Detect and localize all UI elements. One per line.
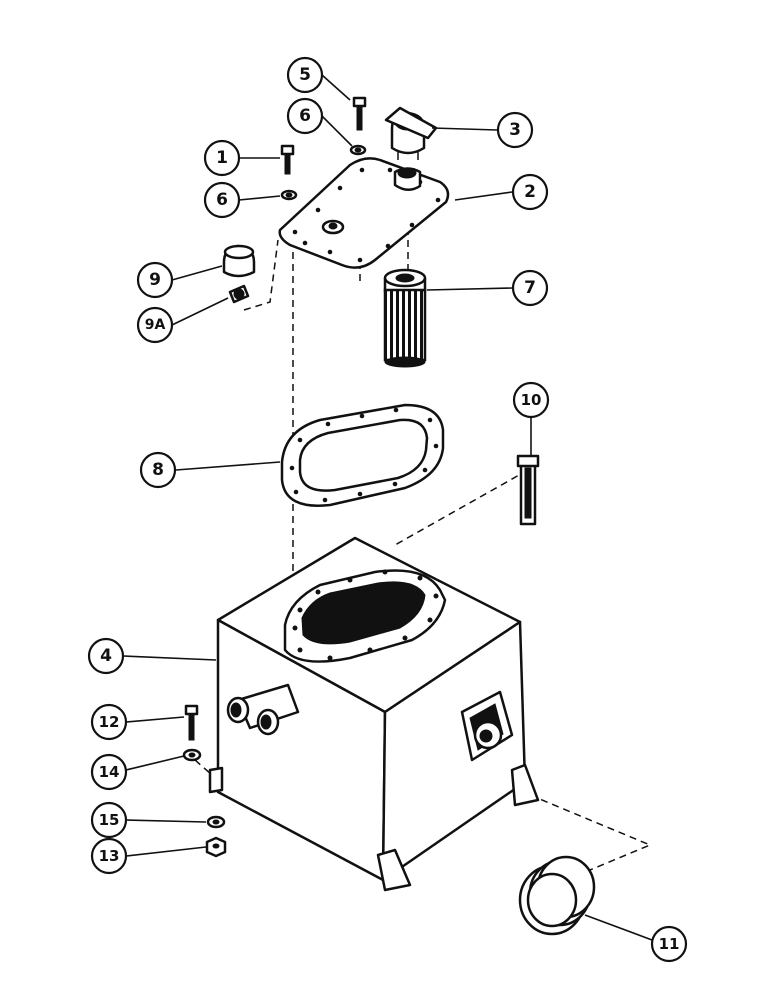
bolt-12 xyxy=(184,704,199,741)
sight-gauge xyxy=(516,454,540,526)
reservoir-tank xyxy=(208,536,540,892)
callout-label: 14 xyxy=(99,763,120,781)
callout-8: 8 xyxy=(139,451,177,489)
callout-11: 11 xyxy=(650,925,688,963)
side-cover-cap xyxy=(518,855,596,936)
callout-label: 8 xyxy=(152,460,164,480)
callout-13: 13 xyxy=(90,837,128,875)
callout-10: 10 xyxy=(512,381,550,419)
bolt-5 xyxy=(352,96,367,131)
callout-12: 12 xyxy=(90,703,128,741)
callout-1: 1 xyxy=(203,139,241,177)
callout-label: 9 xyxy=(149,270,161,290)
gasket xyxy=(280,403,445,507)
washer-6-left xyxy=(280,189,298,201)
callout-14: 14 xyxy=(90,753,128,791)
filter-element xyxy=(383,268,427,368)
callout-5: 5 xyxy=(286,56,324,94)
callout-label: 3 xyxy=(509,120,521,140)
callout-6-left: 6 xyxy=(203,181,241,219)
callout-label: 4 xyxy=(100,646,112,666)
callout-label: 10 xyxy=(521,391,542,409)
callout-label: 6 xyxy=(299,106,311,126)
callout-label: 2 xyxy=(524,182,536,202)
callout-label: 13 xyxy=(99,847,120,865)
callout-label: 5 xyxy=(299,65,311,85)
callout-9: 9 xyxy=(136,261,174,299)
callout-label: 9A xyxy=(145,317,166,333)
callout-15: 15 xyxy=(90,801,128,839)
callout-2: 2 xyxy=(511,173,549,211)
washer-15 xyxy=(206,815,226,829)
callout-9a: 9A xyxy=(136,306,174,344)
breather-cap xyxy=(384,106,438,160)
bolt-1 xyxy=(280,144,295,175)
leader-lines xyxy=(122,74,653,941)
callout-label: 7 xyxy=(524,278,536,298)
washer-6-top xyxy=(349,144,367,156)
nut-13 xyxy=(205,836,227,858)
callout-label: 1 xyxy=(216,148,228,168)
cover-plate xyxy=(278,157,450,269)
callout-label: 11 xyxy=(659,935,680,953)
callout-label: 6 xyxy=(216,190,228,210)
callout-label: 12 xyxy=(99,713,120,731)
callout-label: 15 xyxy=(99,811,120,829)
callout-4: 4 xyxy=(87,637,125,675)
callout-7: 7 xyxy=(511,269,549,307)
washer-14 xyxy=(182,748,202,762)
breather-assembly xyxy=(222,244,256,304)
callout-3: 3 xyxy=(496,111,534,149)
callout-6-top: 6 xyxy=(286,97,324,135)
